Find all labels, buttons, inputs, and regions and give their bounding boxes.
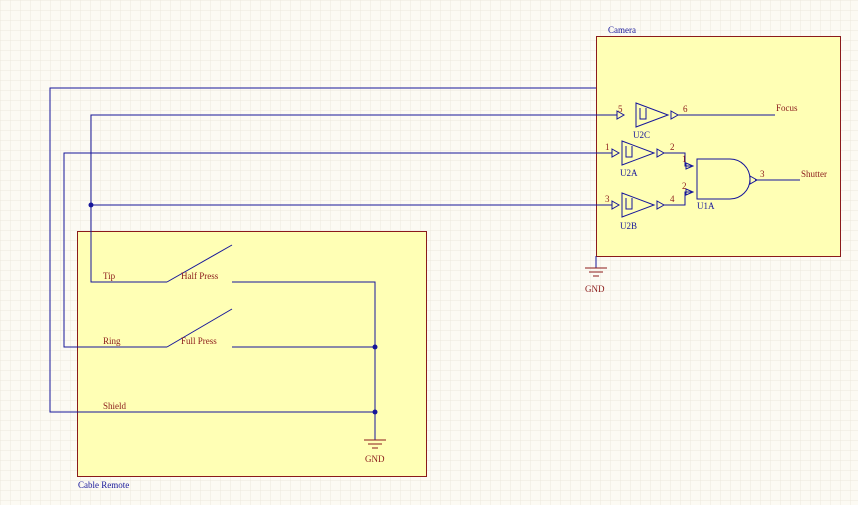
u2b-buffer[interactable]: 3 4 U2B xyxy=(604,192,675,231)
remote-ground-symbol xyxy=(364,439,386,449)
cable-remote-block[interactable] xyxy=(77,231,427,477)
ring-wire xyxy=(63,152,604,348)
shutter-output-label: Shutter xyxy=(801,169,827,179)
u1a-pin-out: 3 xyxy=(760,169,765,179)
camera-ground-symbol xyxy=(585,267,607,277)
camera-block-title: Camera xyxy=(608,25,636,35)
tip-label: Tip xyxy=(103,271,116,281)
ring-label: Ring xyxy=(103,336,121,346)
u2a-designator: U2A xyxy=(620,168,638,178)
wires xyxy=(49,87,800,440)
u2c-pin-out: 6 xyxy=(683,104,688,114)
u1a-pin-in-b: 2 xyxy=(682,181,687,191)
junction-dot-ring xyxy=(372,344,378,350)
half-press-switch xyxy=(166,244,233,283)
u2b-designator: U2B xyxy=(620,221,637,231)
u2a-pin-out: 2 xyxy=(670,142,675,152)
u2a-pin-in: 1 xyxy=(605,142,610,152)
u1a-pin-in-a: 1 xyxy=(682,154,687,164)
cable-remote-block-title: Cable Remote xyxy=(78,480,129,490)
u2b-pin-in: 3 xyxy=(605,194,610,204)
u2a-to-u1a-wire xyxy=(666,152,693,167)
u2b-pin-out: 4 xyxy=(670,194,675,204)
u2c-pin-in: 5 xyxy=(618,104,623,114)
junction-dot-tip xyxy=(88,202,94,208)
u1a-designator: U1A xyxy=(697,201,715,211)
shield-wire xyxy=(49,87,596,413)
tip-wire xyxy=(90,114,610,283)
u1a-nand-gate[interactable]: 1 2 3 U1A xyxy=(682,154,765,211)
u2b-to-u1a-wire xyxy=(666,191,693,206)
u2c-designator: U2C xyxy=(633,130,650,140)
remote-gnd-label: GND xyxy=(365,454,385,464)
half-press-label: Half Press xyxy=(181,271,219,281)
full-press-label: Full Press xyxy=(181,336,217,346)
camera-gnd-label: GND xyxy=(585,284,605,294)
u2a-buffer[interactable]: 1 2 U2A xyxy=(604,140,675,178)
focus-output-label: Focus xyxy=(776,103,798,113)
junction-dot-shield xyxy=(372,409,378,415)
shield-label: Shield xyxy=(103,401,127,411)
full-press-switch xyxy=(166,308,233,348)
u2c-buffer[interactable]: 5 6 U2C xyxy=(610,102,696,140)
switches xyxy=(166,244,233,348)
